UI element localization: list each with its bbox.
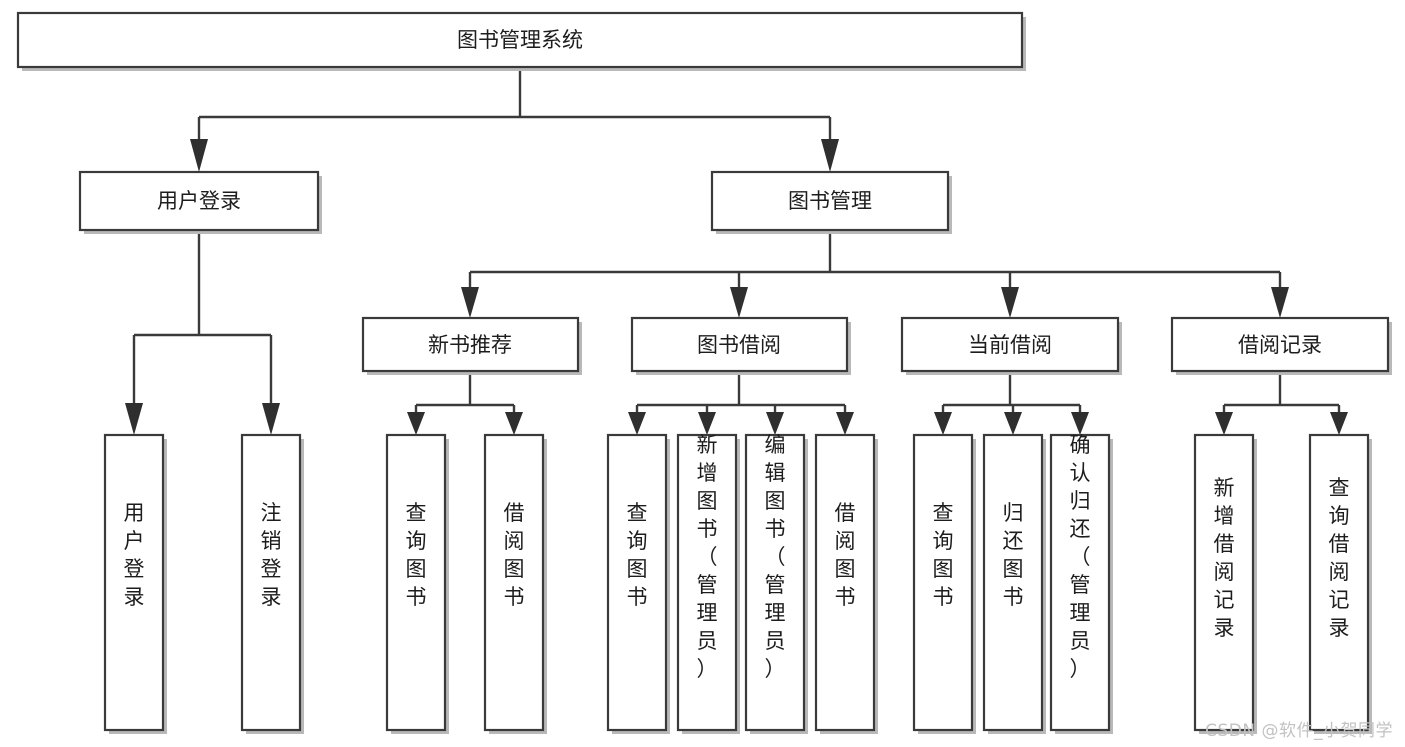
leaf-label: 借阅图书 xyxy=(504,501,525,609)
leaf-node[interactable]: 注销登录 xyxy=(240,433,304,734)
arrow-head-leaf-query-borrow-record xyxy=(1330,412,1348,435)
node-current-borrow-label: 当前借阅 xyxy=(968,333,1052,357)
node-book-borrow[interactable]: 图书借阅 xyxy=(630,316,851,375)
arrow-head-leaf-borrow-book-1 xyxy=(505,412,523,435)
leaf-box[interactable] xyxy=(1049,433,1111,732)
node-root-label: 图书管理系统 xyxy=(457,28,583,52)
node-root-box[interactable] xyxy=(16,11,1024,69)
leaf-node[interactable]: 新增图书（管理员） xyxy=(676,433,740,734)
arrow-head-leaf-add-borrow-record xyxy=(1215,412,1233,435)
leaf-node[interactable]: 查询借阅记录 xyxy=(1308,433,1372,734)
leaf-box[interactable] xyxy=(240,433,302,732)
node-book-borrow-label: 图书借阅 xyxy=(697,333,781,357)
leaf-node[interactable]: 查询图书 xyxy=(385,433,449,734)
arrow-head-leaf-borrow-book-2 xyxy=(836,412,854,435)
node-new-book-recommend[interactable]: 新书推荐 xyxy=(361,316,582,375)
leaf-node[interactable]: 确认归还（管理员） xyxy=(1049,433,1113,734)
leaf-label: 借阅图书 xyxy=(835,501,856,609)
node-current-borrow[interactable]: 当前借阅 xyxy=(900,316,1122,375)
leaf-node[interactable]: 归还图书 xyxy=(982,433,1046,734)
leaf-label: 查询图书 xyxy=(933,501,954,609)
arrow-head-current-borrow xyxy=(1001,287,1019,318)
arrow-head-user-login xyxy=(190,139,208,172)
arrow-head-leaf-return-book xyxy=(1004,412,1022,435)
node-user-login[interactable]: 用户登录 xyxy=(78,170,322,234)
node-user-login-box[interactable] xyxy=(78,170,320,232)
leaf-box[interactable] xyxy=(483,433,545,732)
csdn-watermark: CSDN @软件_小贺同学 xyxy=(1205,721,1393,741)
node-root[interactable]: 图书管理系统 xyxy=(16,11,1026,71)
arrow-head-book-management xyxy=(821,139,839,172)
leaf-label: 注销登录 xyxy=(261,501,282,609)
leaf-label: 新增图书（管理员） xyxy=(697,433,718,681)
leaf-box[interactable] xyxy=(385,433,447,732)
leaf-box[interactable] xyxy=(744,433,806,732)
leaf-node[interactable]: 编辑图书（管理员） xyxy=(744,433,808,734)
arrow-head-leaf-confirm-return-admin xyxy=(1071,412,1089,435)
leaf-label: 编辑图书（管理员） xyxy=(765,433,786,681)
leaf-box[interactable] xyxy=(1193,433,1255,732)
leaf-box[interactable] xyxy=(814,433,876,732)
node-new-book-recommend-box[interactable] xyxy=(361,316,580,373)
arrow-head-leaf-edit-book-admin xyxy=(766,412,784,435)
leaf-box[interactable] xyxy=(1308,433,1370,732)
leaf-label: 用户登录 xyxy=(124,501,145,609)
leaf-node[interactable]: 新增借阅记录 xyxy=(1193,433,1257,734)
node-borrow-record-label: 借阅记录 xyxy=(1238,333,1322,357)
arrow-head-borrow-record xyxy=(1271,287,1289,318)
leaf-label: 归还图书 xyxy=(1003,501,1024,609)
leaf-label: 查询借阅记录 xyxy=(1329,476,1350,640)
leaf-node[interactable]: 借阅图书 xyxy=(483,433,547,734)
leaf-box[interactable] xyxy=(912,433,974,732)
connector-layer xyxy=(125,67,1348,435)
node-user-login-label: 用户登录 xyxy=(157,189,241,213)
arrow-head-leaf-query-book-3 xyxy=(934,412,952,435)
leaf-node[interactable]: 查询图书 xyxy=(606,433,670,734)
arrow-head-leaf-add-book-admin xyxy=(698,412,716,435)
leaf-box[interactable] xyxy=(982,433,1044,732)
arrow-head-book-borrow xyxy=(730,287,748,318)
leaf-label: 查询图书 xyxy=(406,501,427,609)
node-new-book-recommend-label: 新书推荐 xyxy=(428,333,512,357)
leaf-box[interactable] xyxy=(103,433,165,732)
arrow-head-leaf-user-login xyxy=(125,403,143,435)
node-book-management-box[interactable] xyxy=(710,170,950,232)
arrow-head-new-book-recommend xyxy=(461,287,479,318)
node-book-management-label: 图书管理 xyxy=(788,189,872,213)
leaf-box[interactable] xyxy=(676,433,738,732)
arrow-head-leaf-query-book-2 xyxy=(628,412,646,435)
leaf-label: 确认归还（管理员） xyxy=(1070,433,1091,681)
arrow-head-leaf-query-book-1 xyxy=(407,412,425,435)
leaf-box[interactable] xyxy=(606,433,668,732)
leaf-node[interactable]: 借阅图书 xyxy=(814,433,878,734)
leaf-node[interactable]: 查询图书 xyxy=(912,433,976,734)
node-current-borrow-box[interactable] xyxy=(900,316,1120,373)
node-borrow-record-box[interactable] xyxy=(1170,316,1390,373)
leaf-node[interactable]: 用户登录 xyxy=(103,433,167,734)
arrow-head-leaf-user-logout xyxy=(262,403,280,435)
node-book-borrow-box[interactable] xyxy=(630,316,849,373)
leaf-label: 查询图书 xyxy=(627,501,648,609)
leaf-label: 新增借阅记录 xyxy=(1214,476,1235,640)
node-borrow-record[interactable]: 借阅记录 xyxy=(1170,316,1392,375)
node-book-management[interactable]: 图书管理 xyxy=(710,170,952,234)
